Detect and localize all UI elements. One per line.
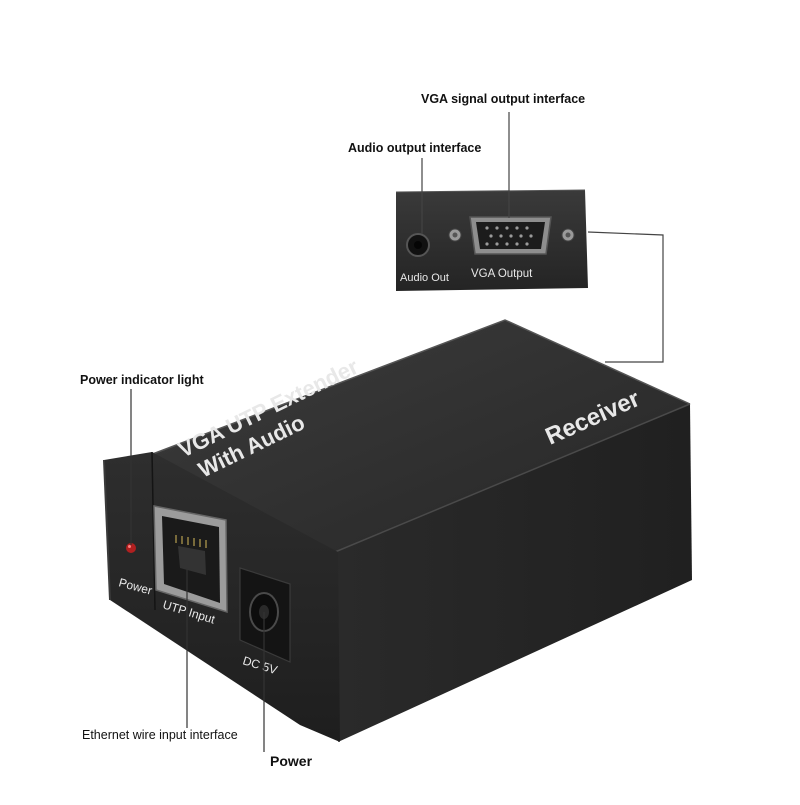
inset-vga-label: VGA Output [471,268,533,280]
inset-audio-label: Audio Out [400,272,449,284]
audio-jack-hole-icon [414,241,422,249]
inset-panel: Audio Out VGA Output [395,189,588,291]
extender-device: VGA UTP Extender With Audio Receiver Pow… [103,319,692,742]
inset-leader-lines [421,112,664,363]
vga-output-callout: VGA signal output interface [421,92,586,106]
device-side-face [335,404,692,742]
front-leader-lines [130,389,265,752]
power-callout: Power [270,753,313,769]
vga-pins-icon [485,226,533,246]
device-top-face [150,320,690,552]
ethernet-input-callout: Ethernet wire input interface [82,728,238,742]
power-indicator-callout: Power indicator light [80,373,204,387]
audio-output-callout: Audio output interface [348,141,482,155]
